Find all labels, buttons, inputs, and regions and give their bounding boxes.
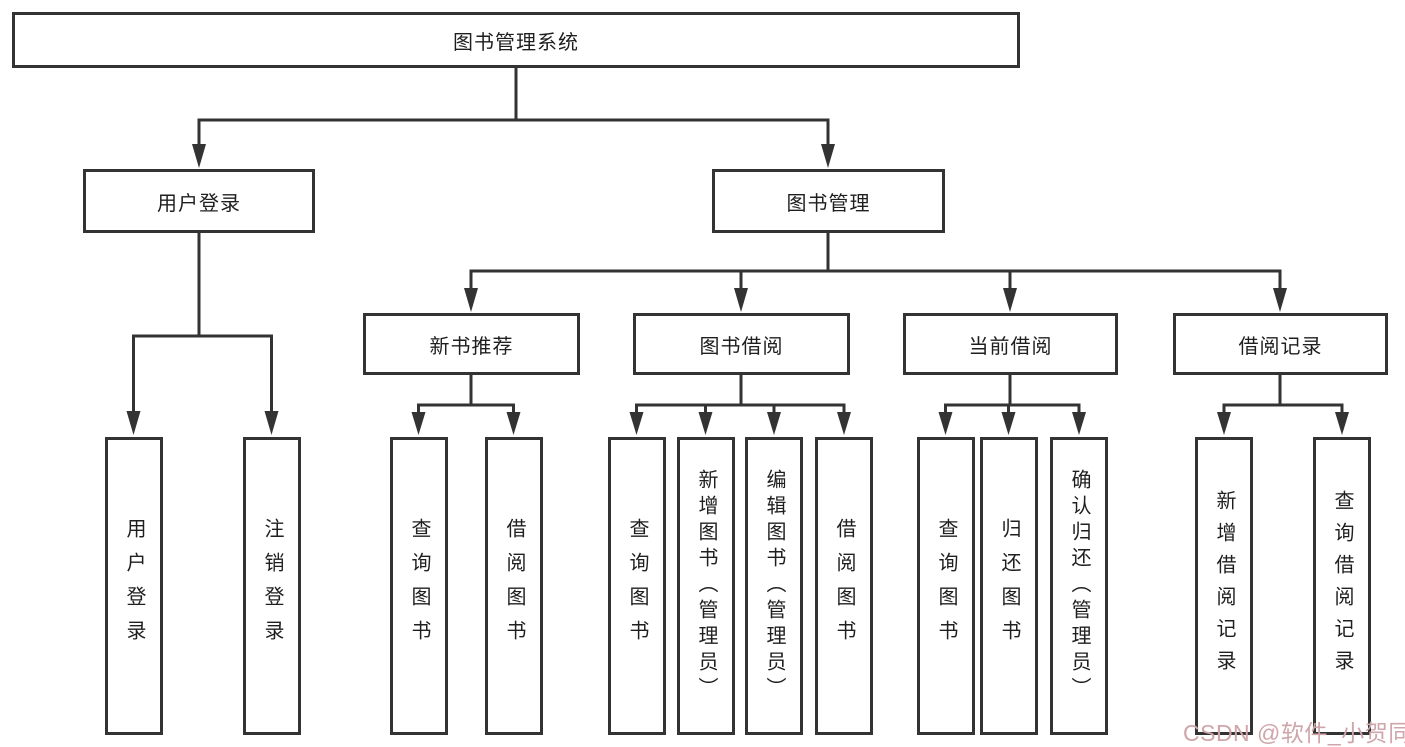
leaf-query-books-recommend: 查询图书 <box>390 437 448 735</box>
leaf-query-books-borrow: 查询图书 <box>608 437 666 735</box>
leaf-query-books-current: 查询图书 <box>917 437 975 735</box>
node-root-system: 图书管理系统 <box>12 12 1020 68</box>
leaf-confirm-return-admin: 确认归还（管理员） <box>1050 437 1108 735</box>
leaf-edit-books-admin: 编辑图书（管理员） <box>745 437 803 735</box>
node-book-management: 图书管理 <box>712 169 945 233</box>
node-user-login: 用户登录 <box>83 169 315 233</box>
node-current-borrow: 当前借阅 <box>903 313 1118 375</box>
leaf-query-borrow-record: 查询借阅记录 <box>1313 437 1371 735</box>
leaf-add-borrow-record: 新增借阅记录 <box>1195 437 1253 735</box>
leaf-borrow-books: 借阅图书 <box>815 437 873 735</box>
csdn-watermark: CSDN @软件_小贺同学 <box>1183 720 1405 746</box>
leaf-return-books: 归还图书 <box>980 437 1038 735</box>
leaf-user-login: 用户登录 <box>105 437 163 735</box>
leaf-borrow-books-recommend: 借阅图书 <box>485 437 543 735</box>
node-new-book-recommend: 新书推荐 <box>363 313 580 375</box>
node-book-borrow: 图书借阅 <box>633 313 850 375</box>
leaf-add-books-admin: 新增图书（管理员） <box>677 437 735 735</box>
node-borrow-records: 借阅记录 <box>1173 313 1388 375</box>
leaf-logout: 注销登录 <box>243 437 301 735</box>
